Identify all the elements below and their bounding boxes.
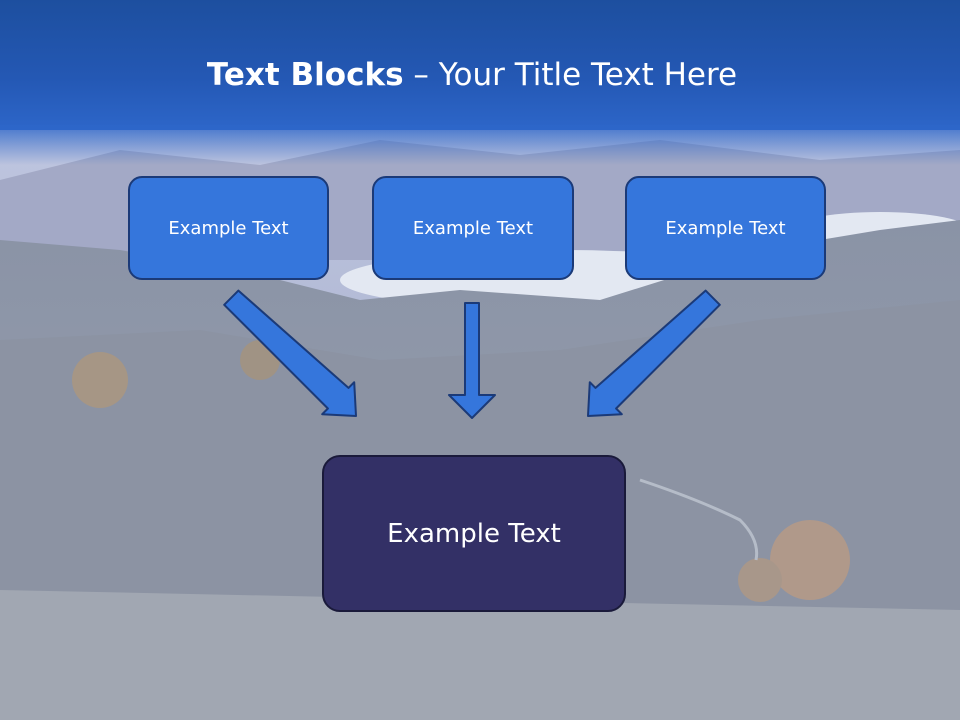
page-title: Text Blocks – Your Title Text Here (0, 55, 944, 95)
arrow-left-diagonal (223, 289, 357, 417)
arrow-center-down (448, 302, 496, 419)
text-block-center-label: Example Text (412, 217, 534, 239)
text-block-center: Example Text (372, 176, 574, 280)
arrow-right-diagonal (587, 289, 721, 417)
title-band (0, 0, 960, 130)
target-block-label: Example Text (387, 518, 561, 549)
title-rest-part: – Your Title Text Here (403, 57, 738, 93)
text-block-right-label: Example Text (665, 217, 786, 239)
text-block-left: Example Text (128, 176, 329, 280)
title-band-fade (0, 125, 960, 165)
text-block-left-label: Example Text (168, 217, 289, 239)
title-bold-part: Text Blocks (206, 57, 404, 93)
target-block: Example Text (322, 455, 626, 612)
text-block-right: Example Text (625, 176, 826, 280)
